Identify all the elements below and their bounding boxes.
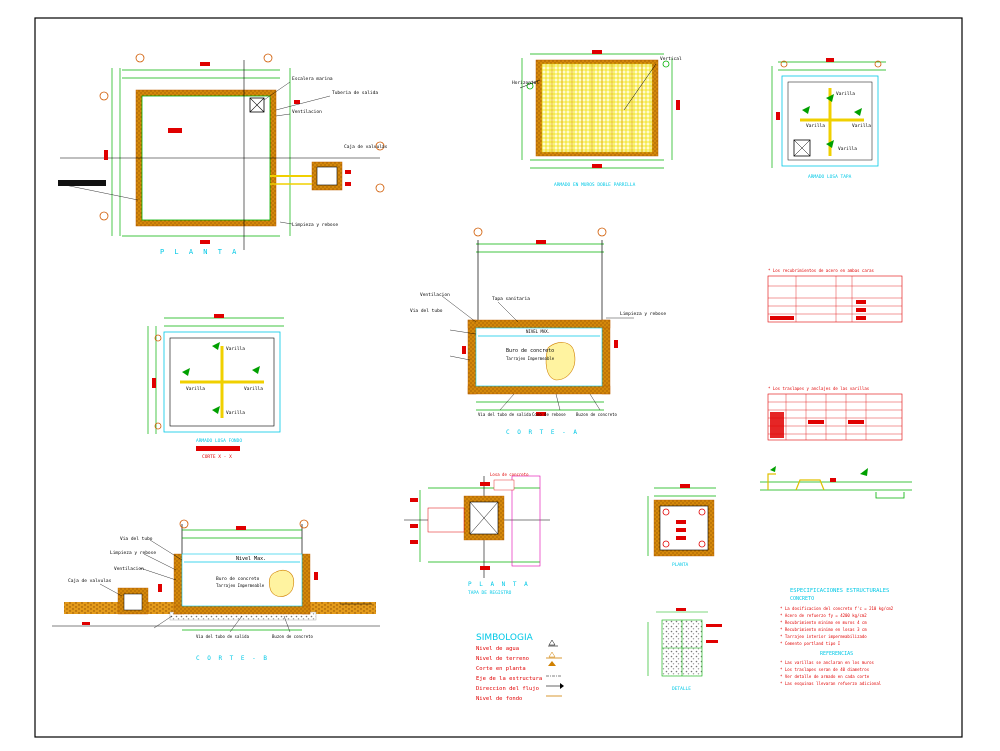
plan-note-3: Ventilacion: [292, 109, 322, 115]
specs-ref-3: * Las esquinas llevaran refuerzo adicion…: [780, 681, 882, 686]
bottom-slab-title: ARMADO LOSA FONDO: [196, 438, 242, 444]
legend-row-4: Direccion del flujo: [476, 686, 539, 692]
legend-symbols: [546, 639, 564, 697]
legend-row-0: Nivel de agua: [476, 646, 519, 652]
bottom-label-1: Varilla: [226, 346, 245, 352]
cut-b-ventilation: Ventilacion: [114, 566, 144, 572]
specs-line-5: * Cemento portland tipo I: [780, 641, 841, 646]
cut-b-overflow: Limpieza y rebose: [110, 550, 156, 556]
bottom-label-3: Varilla: [244, 386, 263, 392]
plan-note-1: Escalera marina: [292, 76, 333, 82]
vertical-label: Vertical: [660, 56, 682, 62]
profile-detail: [760, 466, 912, 499]
valve-box-title: P L A N T A: [468, 581, 530, 588]
cut-b-mortar: Tarrajeo Impermeable: [216, 583, 265, 588]
valve-box-sub: TAPA DE REGISTRO: [468, 590, 512, 596]
cut-a-title: C O R T E - A: [506, 429, 579, 436]
valve-box-plan: [404, 475, 550, 578]
specs-ref-2: * Ver detalle de armado en cada corte: [780, 674, 870, 679]
table-2-note: * Los traslapes y anclajes de las varill…: [768, 386, 870, 391]
cut-a-view: [441, 227, 634, 416]
specs-line-4: * Tarrajeo interior impermeabilizado: [780, 634, 867, 639]
cut-a-manhole: Tapa sanitaria: [492, 296, 530, 302]
table-1-note: * Los recubrimientos de acero en ambas c…: [768, 268, 875, 273]
cut-b-level: Nivel Max.: [236, 556, 266, 562]
cut-b-inlet: Via del tubo: [120, 536, 153, 542]
horizontal-label: Horizontal: [512, 80, 539, 86]
cut-a-overflow: Limpieza y rebose: [620, 311, 666, 317]
lid-label-2: Varilla: [806, 123, 825, 129]
plan-view: [58, 53, 385, 250]
sheet-border: [34, 17, 963, 738]
specs-subtitle-2: REFERENCIAS: [820, 651, 853, 657]
bottom-slab-view: [147, 314, 284, 434]
cut-b-concrete: Buro de concreto: [216, 576, 260, 582]
specs-ref-0: * Las varillas se anclaran en los muros: [780, 660, 875, 665]
cut-b-view: [52, 519, 380, 633]
cut-a-water-level: NIVEL MAX.: [526, 329, 550, 334]
specs-line-1: * Acero de refuerzo fy = 4200 kg/cm2: [780, 613, 867, 618]
plan-note-2: Tuberia de salida: [332, 90, 378, 96]
plan-note-5: Limpieza y rebose: [292, 222, 338, 228]
legend-title: SIMBOLOGIA: [476, 633, 534, 643]
small-detail-view: [647, 608, 722, 677]
cut-a-inlet: Via del tubo: [410, 308, 443, 314]
lid-slab-title: ARMADO LOSA TAPA: [808, 174, 852, 180]
legend-row-1: Nivel de terreno: [476, 656, 529, 662]
bottom-label-2: Varilla: [186, 386, 205, 392]
wall-mesh-view: [519, 50, 680, 169]
small-plan-view: [647, 484, 716, 557]
small-detail-title: DETALLE: [672, 686, 691, 692]
specs-title: ESPECIFICACIONES ESTRUCTURALES: [790, 588, 889, 594]
plan-title: P L A N T A: [160, 248, 239, 256]
cut-b-title: C O R T E - B: [196, 655, 269, 662]
lid-slab-view: [771, 58, 886, 168]
cut-b-bottom-2: Buzon de concreto: [272, 634, 314, 639]
legend-row-2: Corte en planta: [476, 666, 526, 672]
specs-line-3: * Recubrimiento minimo en losas 3 cm: [780, 627, 867, 632]
bottom-label-4: Varilla: [226, 410, 245, 416]
wall-mesh-title: ARMADO EN MUROS DOBLE PARRILLA: [554, 182, 636, 188]
cut-a-bottom-1: Via del tubo de salida: [478, 412, 532, 417]
reinforcement-table-1: [767, 275, 903, 323]
specs-line-2: * Recubrimiento minimo en muros 4 cm: [780, 620, 867, 625]
cut-a-concrete: Buro de concreto: [506, 348, 554, 354]
specs-ref-1: * Los traslapes seran de 40 diametros: [780, 667, 870, 672]
cut-a-ventilation: Ventilacion: [420, 292, 450, 298]
lid-label-3: Varilla: [852, 123, 871, 129]
cut-b-bottom-1: Via del tubo de salida: [196, 634, 250, 639]
bottom-slab-sub: CORTE X - X: [202, 454, 232, 460]
legend-row-5: Nivel de fondo: [476, 696, 522, 702]
reinforcement-table-2: [767, 393, 903, 441]
legend-row-3: Eje de la estructura: [476, 676, 542, 682]
small-plan-title: PLANTA: [672, 562, 689, 568]
specs-subtitle: CONCRETO: [790, 596, 814, 602]
cut-a-bottom-3: Buzon de concreto: [576, 412, 618, 417]
cut-a-bottom-2: Cono de rebose: [532, 412, 566, 417]
lid-label-1: Varilla: [836, 91, 855, 97]
lid-label-4: Varilla: [838, 146, 857, 152]
plan-note-4: Caja de valvulas: [344, 144, 388, 150]
valve-box-note: Losa de concreto: [490, 472, 529, 477]
cut-b-valve-box: Caja de valvulas: [68, 578, 112, 584]
cut-a-mortar: Tarrajeo Impermeable: [506, 356, 555, 361]
specs-line-0: * La dosificacion del concreto f'c = 210…: [780, 606, 894, 611]
